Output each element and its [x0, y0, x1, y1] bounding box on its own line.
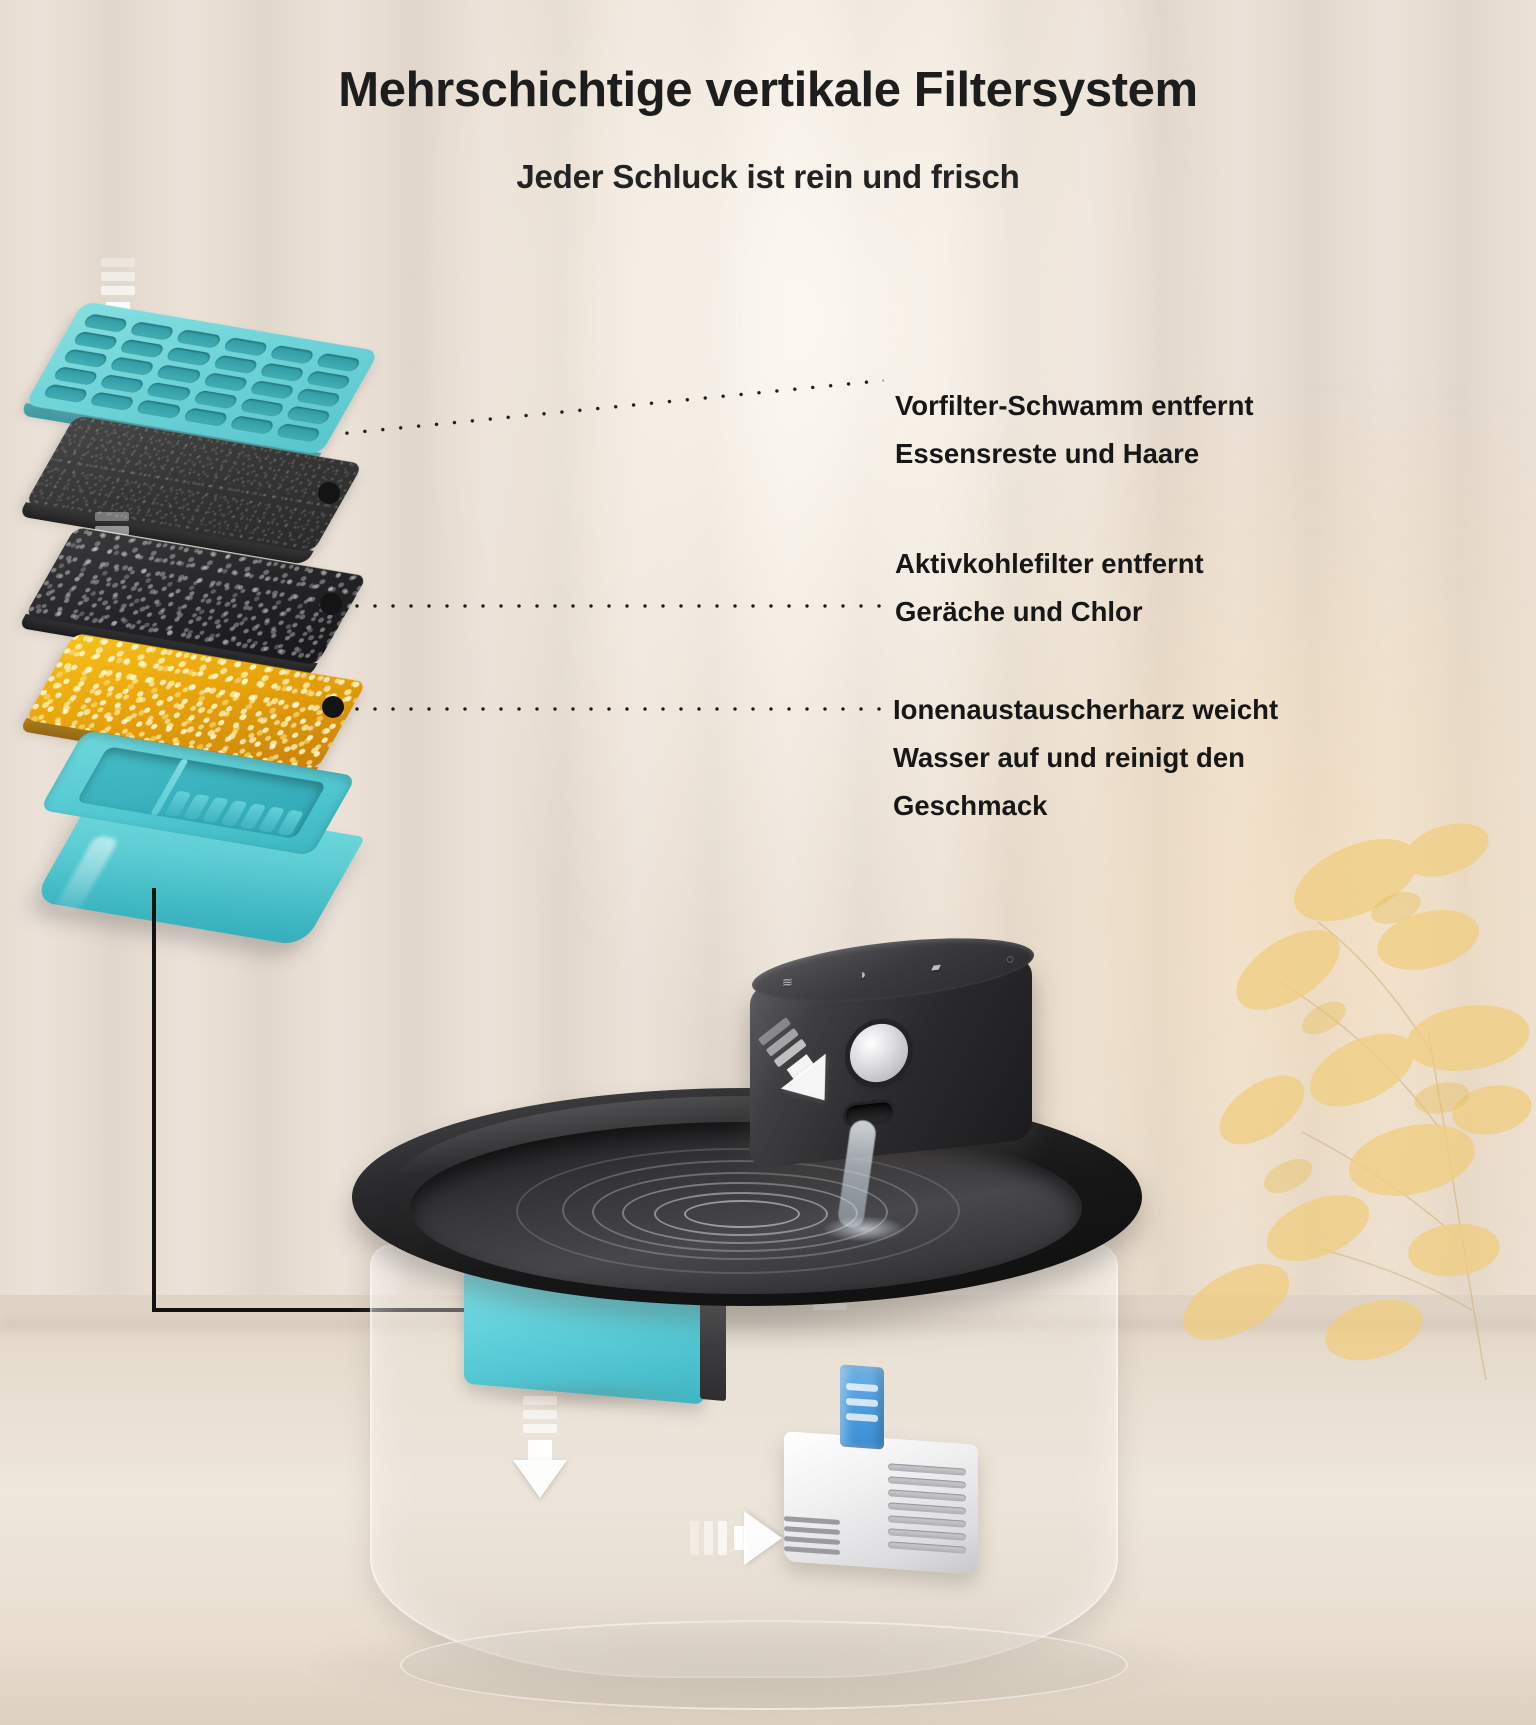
leader-dot-3 [322, 696, 344, 718]
water-mode-icon[interactable]: ≋ [782, 974, 793, 991]
callout-1-line-1: Vorfilter-Schwamm entfernt [895, 390, 1254, 421]
water-fountain-device: ≋ ◑ ▰ ◌ [352, 927, 1142, 1710]
callout-3-line-2: Wasser auf und reinigt den [893, 742, 1245, 773]
water-splash [822, 1216, 906, 1242]
callout-3-line-1: Ionenaustauscherharz weicht [893, 694, 1279, 725]
filter-housing-basin [32, 730, 366, 947]
filter-stack-exploded-view [0, 250, 420, 970]
pump-motor-side-vents [784, 1516, 840, 1562]
pump-tube-marks [846, 1382, 878, 1430]
filter-reset-icon[interactable]: ◌ [1006, 950, 1014, 967]
callout-1-line-2: Essensreste und Haare [895, 438, 1200, 469]
callout-vorfilter-schwamm: Vorfilter-Schwamm entfernt Essensreste u… [895, 382, 1254, 478]
water-ripple [654, 1192, 828, 1236]
callout-ionenaustauscherharz: Ionenaustauscherharz weicht Wasser auf u… [893, 686, 1278, 830]
water-ripple [516, 1148, 960, 1274]
leader-dot-2 [320, 593, 342, 615]
bowl-water-surface [410, 1122, 1082, 1294]
cartridge-shadow [472, 1386, 698, 1410]
drinking-bowl [352, 1066, 1142, 1316]
light-mode-icon[interactable]: ◑ [858, 966, 866, 983]
water-ripple [592, 1172, 888, 1252]
leader-line-2 [330, 604, 886, 608]
pump-motor-vents [888, 1463, 966, 1554]
water-ripple [562, 1160, 918, 1260]
leader-dot-1 [318, 482, 340, 504]
tank-bottom-ellipse [400, 1620, 1128, 1710]
page-title: Mehrschichtige vertikale Filtersystem [338, 63, 1198, 117]
callout-2-line-2: Geräche und Chlor [895, 596, 1143, 627]
basin-leader-vertical [152, 888, 156, 1312]
callout-2-line-1: Aktivkohlefilter entfernt [895, 548, 1204, 579]
leader-line-3 [330, 707, 886, 711]
callout-aktivkohlefilter: Aktivkohlefilter entfernt Geräche und Ch… [895, 540, 1204, 636]
pampas-branch-decoration [1056, 640, 1536, 1400]
battery-level-icon[interactable]: ▰ [931, 958, 942, 975]
callout-3-line-3: Geschmack [893, 790, 1048, 821]
page-subtitle: Jeder Schluck ist rein und frisch [516, 158, 1020, 195]
basin-leader-horizontal [152, 1308, 570, 1312]
water-ripple [684, 1200, 800, 1228]
